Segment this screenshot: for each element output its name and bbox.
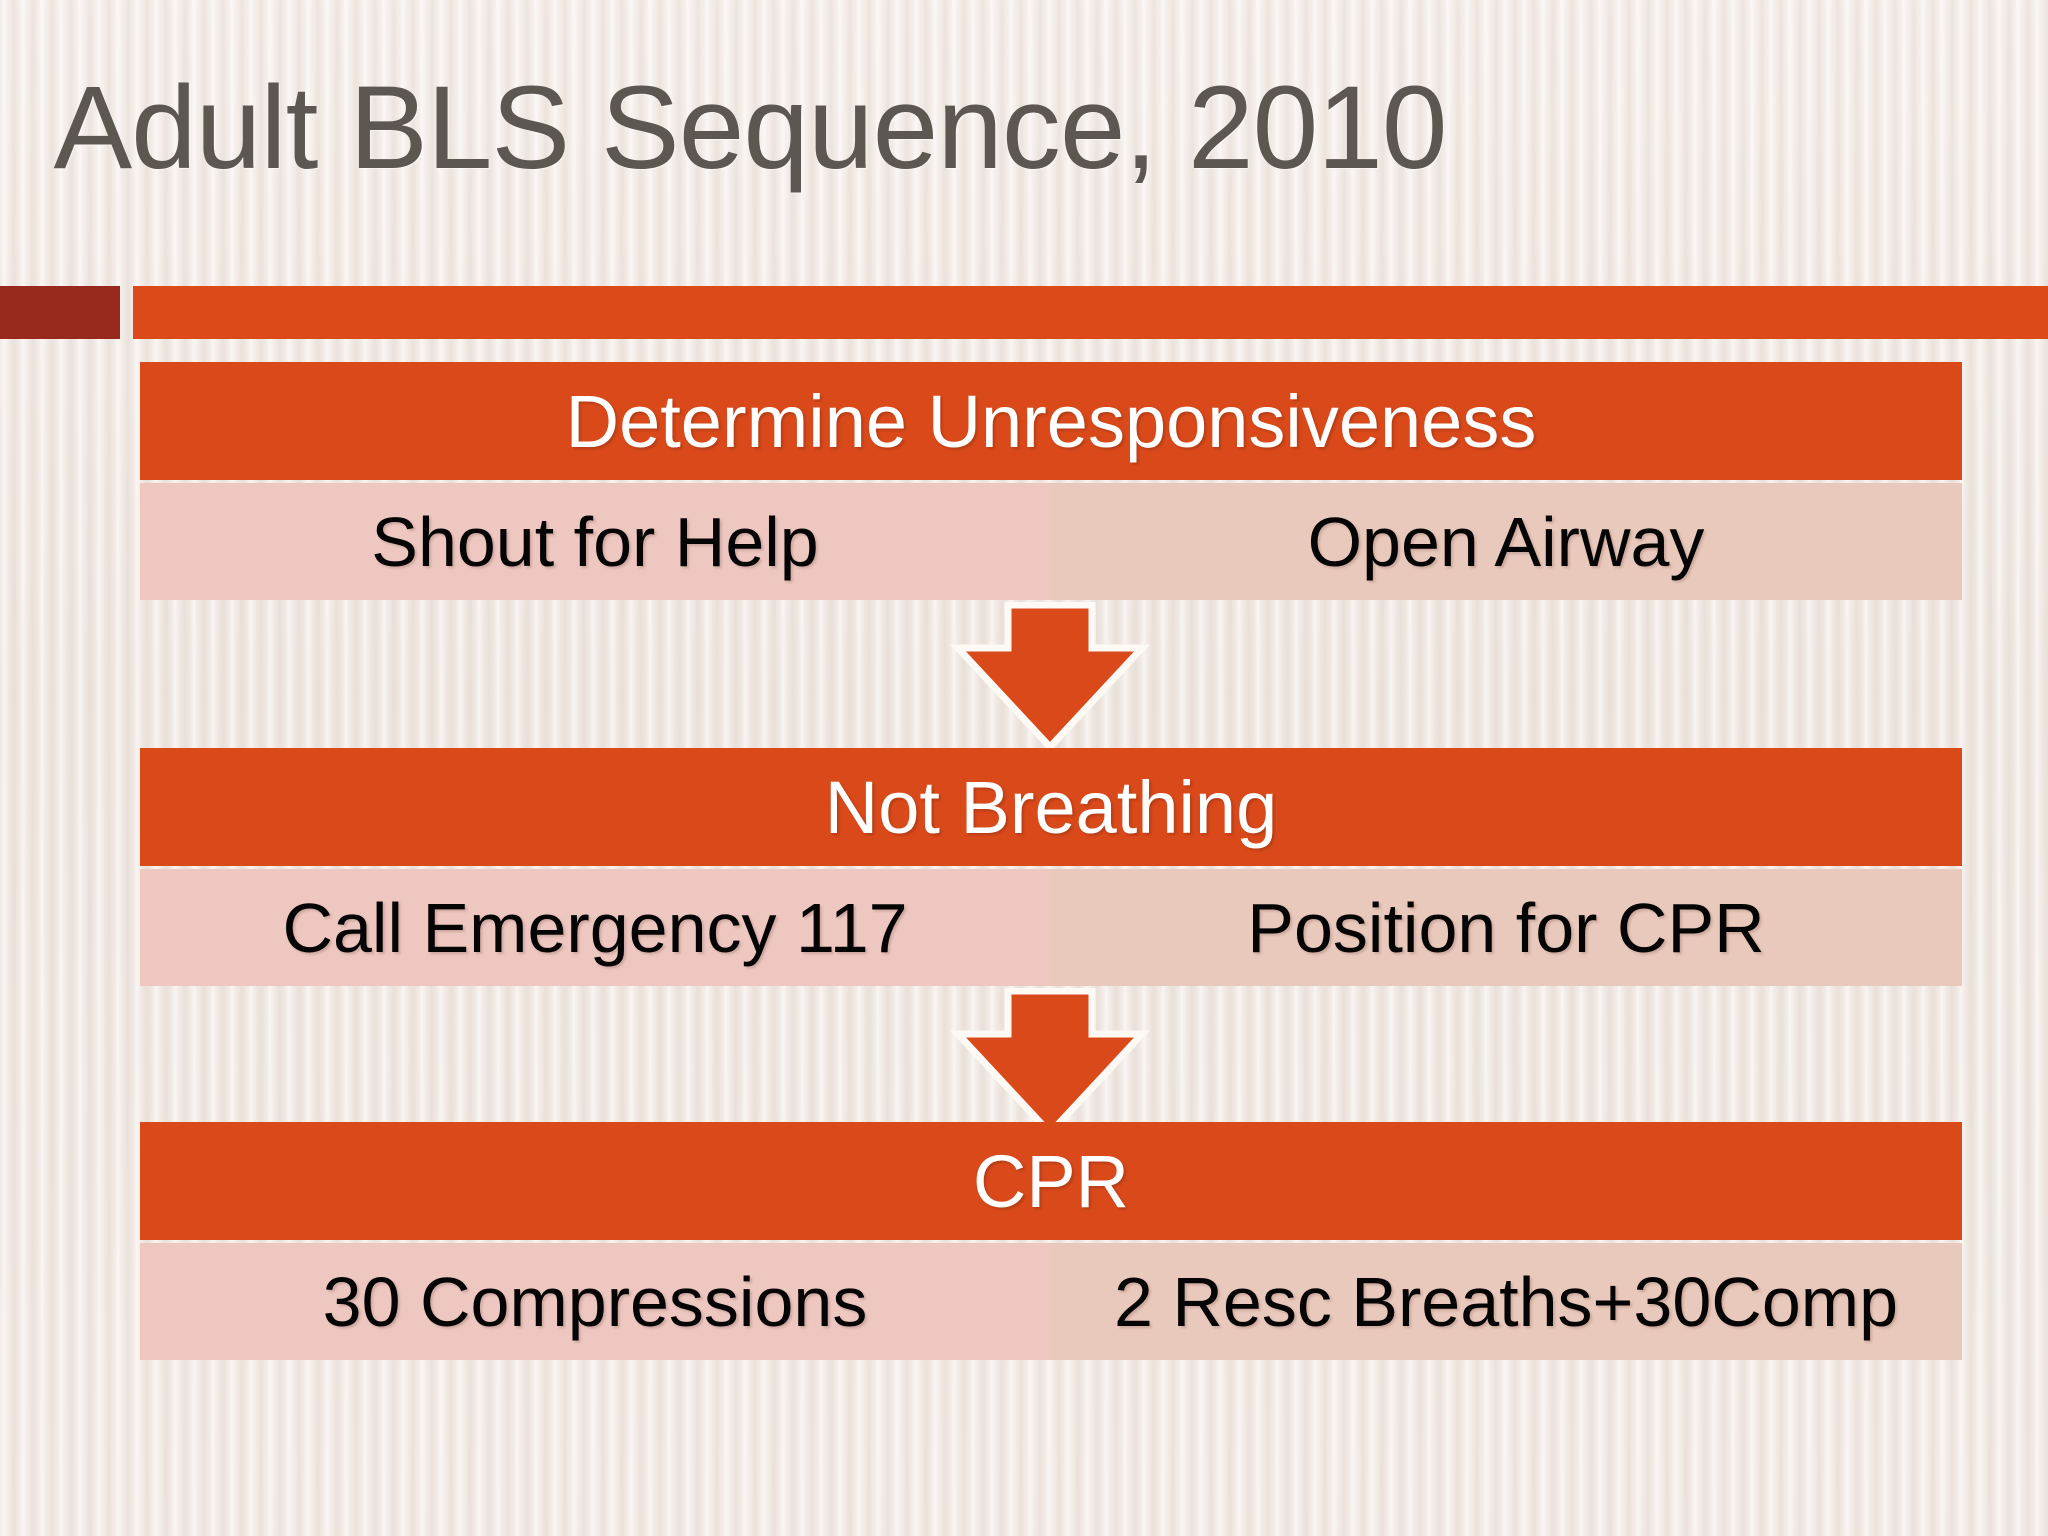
flow-option-30-compressions[interactable]: 30 Compressions	[140, 1243, 1050, 1360]
flow-step-header-2: Not Breathing	[140, 748, 1962, 866]
flow-step-options-1: Shout for Help Open Airway	[140, 483, 1962, 600]
flow-option-rescue-breaths[interactable]: 2 Resc Breaths+30Comp	[1050, 1243, 1962, 1360]
accent-bar	[133, 286, 2048, 339]
flow-step-header-label: CPR	[972, 1139, 1130, 1223]
flow-step-header-label: Determine Unresponsiveness	[565, 379, 1537, 463]
flow-step-header-1: Determine Unresponsiveness	[140, 362, 1962, 480]
accent-square	[0, 286, 120, 339]
flow-option-label: 30 Compressions	[322, 1262, 868, 1341]
flow-option-label: 2 Resc Breaths+30Comp	[1113, 1262, 1898, 1341]
flow-step-options-2: Call Emergency 117 Position for CPR	[140, 869, 1962, 986]
flow-option-label: Shout for Help	[371, 502, 819, 581]
down-arrow-icon	[950, 602, 1150, 752]
flow-option-position-for-cpr[interactable]: Position for CPR	[1050, 869, 1962, 986]
flow-option-open-airway[interactable]: Open Airway	[1050, 483, 1962, 600]
flow-step-header-3: CPR	[140, 1122, 1962, 1240]
page-title: Adult BLS Sequence, 2010	[53, 62, 1447, 194]
flow-step-header-label: Not Breathing	[824, 765, 1278, 849]
flow-option-label: Open Airway	[1307, 502, 1705, 581]
flow-option-label: Position for CPR	[1247, 888, 1765, 967]
down-arrow-icon	[950, 988, 1150, 1138]
flow-step-options-3: 30 Compressions 2 Resc Breaths+30Comp	[140, 1243, 1962, 1360]
flow-option-call-emergency[interactable]: Call Emergency 117	[140, 869, 1050, 986]
flow-option-label: Call Emergency 117	[282, 888, 908, 967]
flow-option-shout-for-help[interactable]: Shout for Help	[140, 483, 1050, 600]
